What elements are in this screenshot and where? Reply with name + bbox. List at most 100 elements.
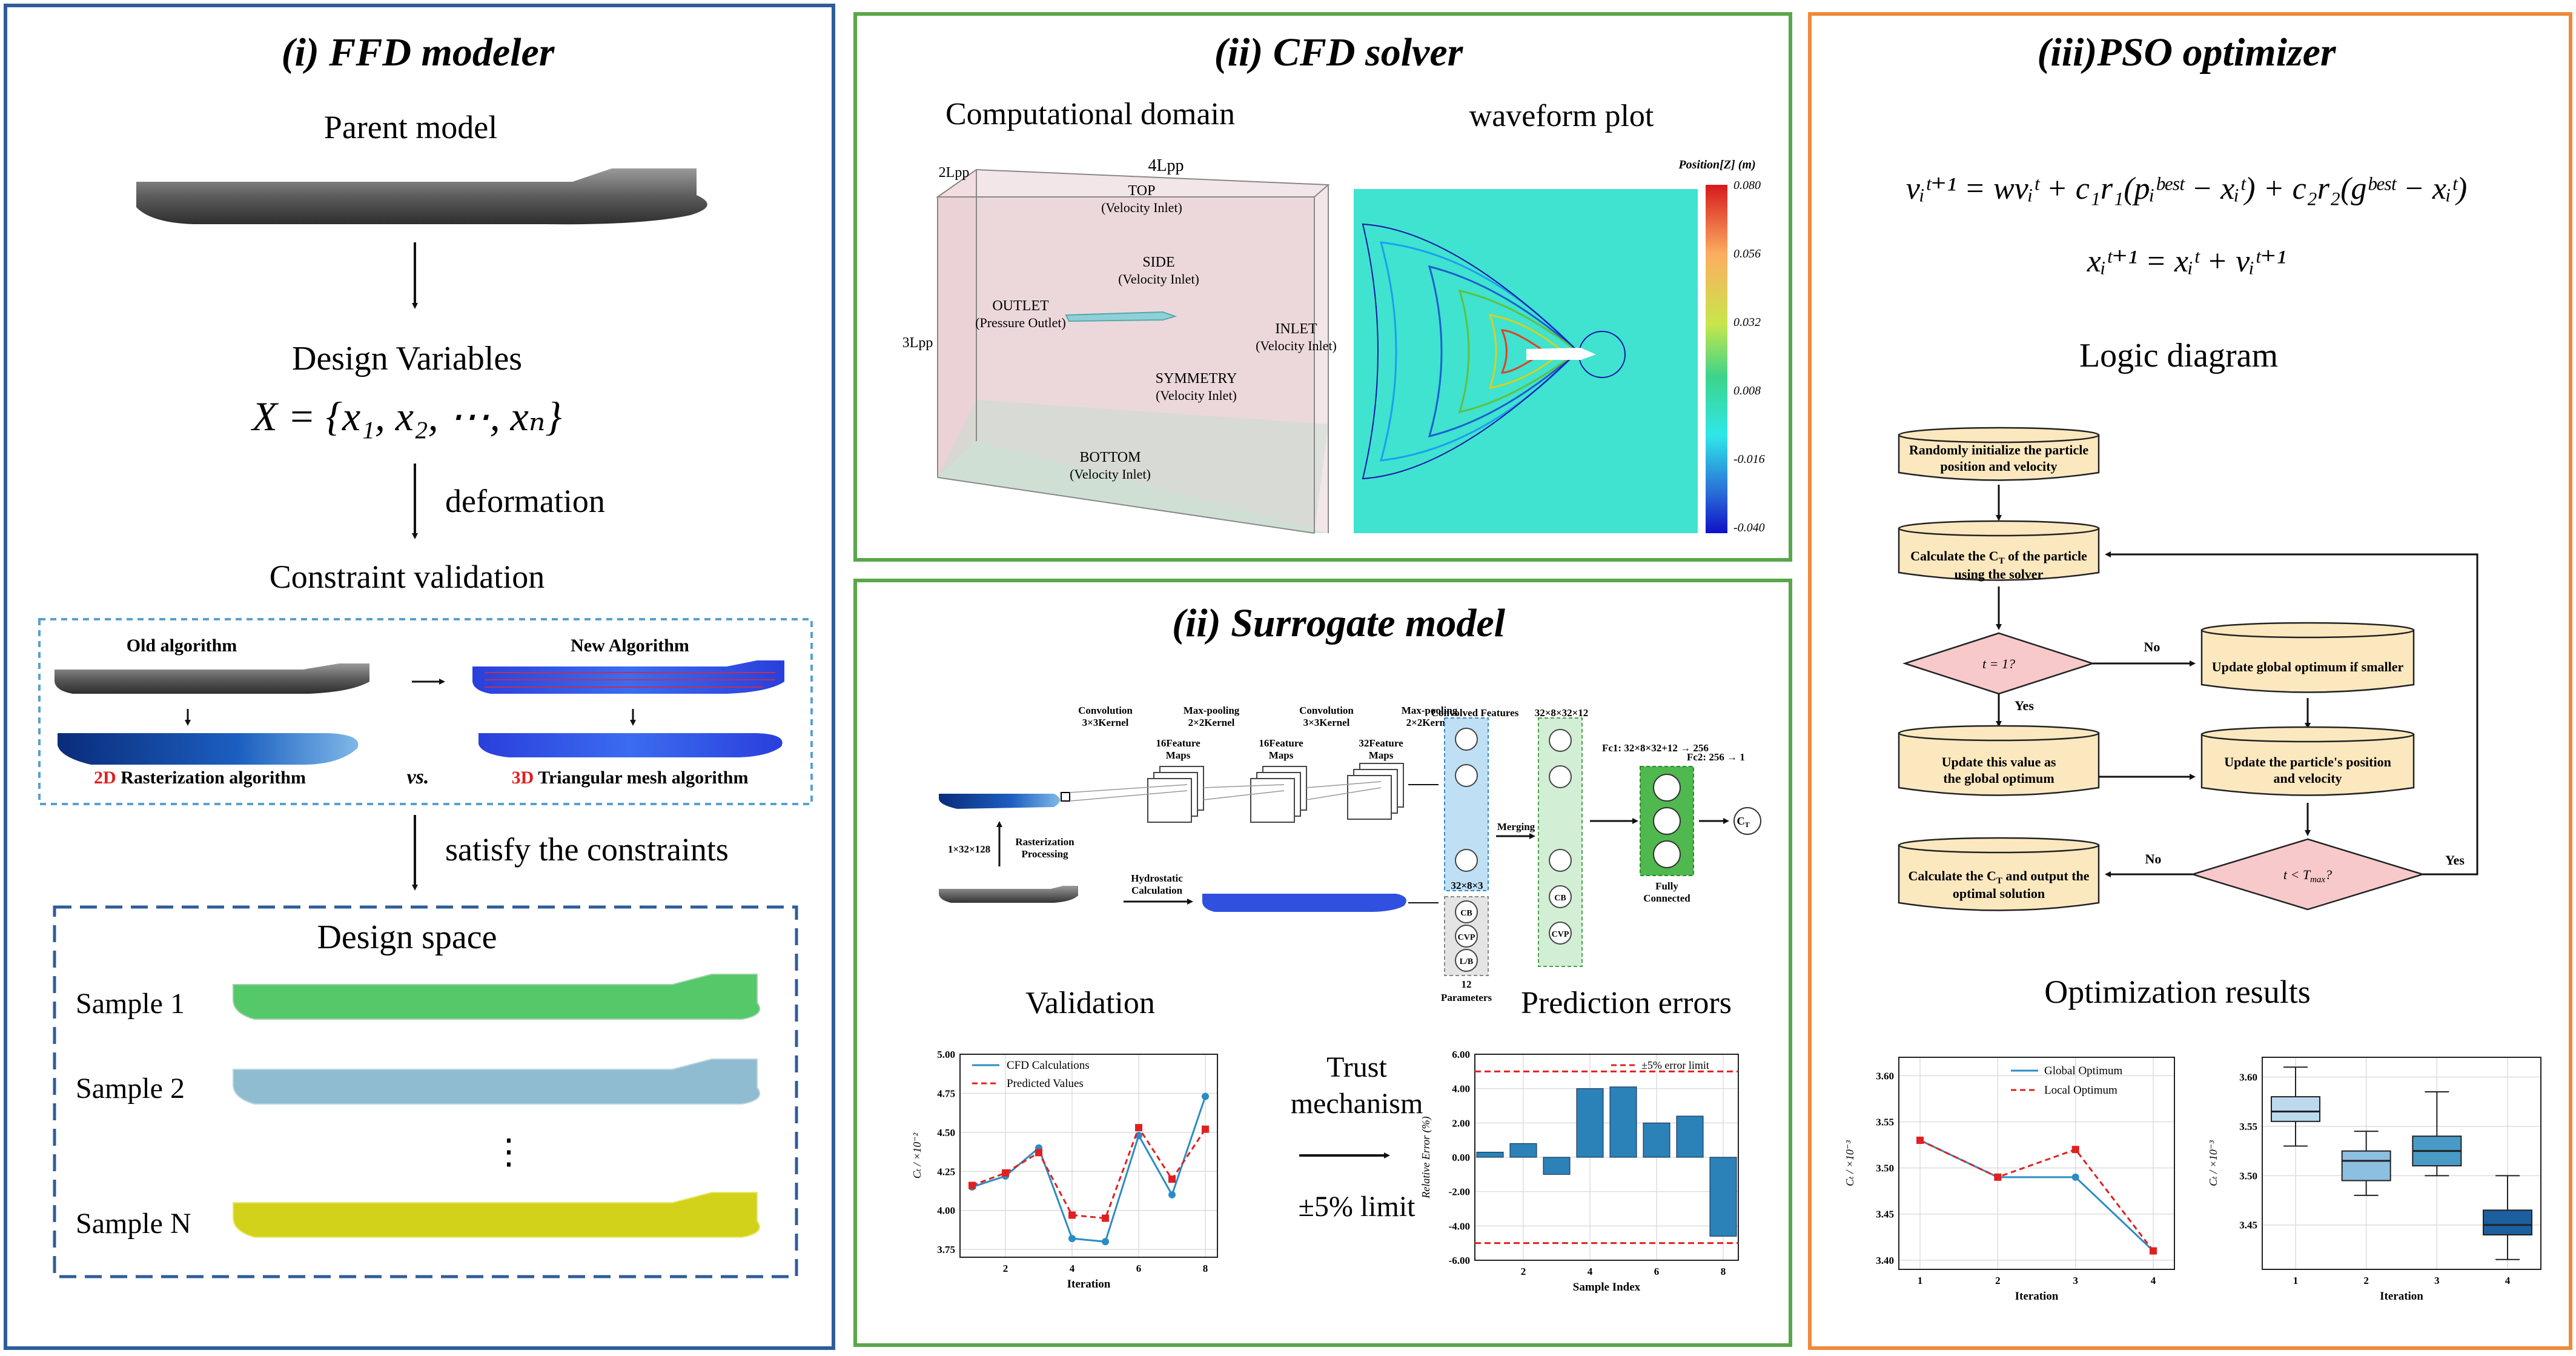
fc2-label: Fc2: 256 → 1 (1687, 751, 1745, 763)
errors-xtick-label: 6 (1654, 1266, 1660, 1277)
panel-cfd-solver (853, 12, 1792, 562)
error-bar (1676, 1115, 1704, 1158)
input-grey-hull (939, 886, 1078, 903)
opt-line-xtick-label: 1 (1918, 1275, 1923, 1286)
svg-text:using the solver: using the solver (1955, 567, 2044, 582)
mechanism-label: mechanism (1291, 1088, 1423, 1120)
node-update-global: Update global optimum if smaller (2200, 622, 2415, 693)
neuron-b4 (1549, 885, 1572, 908)
param-cvp-node (1455, 925, 1478, 948)
errors-ylabel: Relative Error (%) (1420, 1116, 1432, 1198)
domain-bottom-plane (938, 400, 1328, 533)
hydro-sub: Calculation (1131, 885, 1183, 896)
validation-point-cfd (1068, 1235, 1076, 1243)
svg-text:and velocity: and velocity (2273, 771, 2342, 786)
dim-4lpp: 4Lpp (1148, 156, 1184, 175)
errors-ytick-label: 2.00 (1452, 1117, 1470, 1129)
side-sub: (Velocity Inlet) (1118, 271, 1199, 287)
convolved-label: Convolved Features (1431, 707, 1519, 719)
dim-3lpp: 3Lpp (902, 335, 933, 351)
svg-text:the global optimum: the global optimum (1943, 771, 2054, 786)
errors-ytick-label: 0.00 (1452, 1152, 1470, 1163)
panel2-title: (ii) CFD solver (1214, 30, 1464, 75)
sample-ellipsis: ⋮ (491, 1132, 526, 1171)
old-hull-grey (55, 663, 369, 694)
opt-series-line (1919, 1139, 2154, 1252)
hydro-label: Hydrostatic (1131, 872, 1183, 884)
old-hull-raster (58, 733, 359, 765)
panel-surrogate-model (853, 579, 1792, 1347)
merged-cb: CB (1554, 894, 1566, 903)
validation-xtick-label: 2 (1003, 1263, 1008, 1274)
param-cb-node (1455, 900, 1478, 923)
svg-text:t = 1?: t = 1? (1982, 656, 2015, 671)
opt-line-xtick-label: 4 (2151, 1275, 2156, 1286)
bottom-label: BOTTOM (1080, 450, 1141, 465)
error-bar (1643, 1122, 1670, 1158)
ct-output-node (1733, 807, 1761, 835)
constraint-validation-label: Constraint validation (270, 559, 545, 595)
errors-ytick-label: -2.00 (1449, 1186, 1470, 1198)
feature-maps (1147, 763, 1404, 823)
panel3-title: (ii) Surrogate model (1172, 601, 1506, 645)
validation-ytick-label: 4.25 (937, 1166, 955, 1177)
opt-line-xtick-label: 2 (1995, 1275, 2001, 1286)
validation-title: Validation (1025, 986, 1155, 1020)
conv-dim-2: 32×8×3 (1451, 880, 1483, 891)
svg-text:Update the particle's position: Update the particle's position (2224, 754, 2391, 769)
validation-point-pred (1068, 1211, 1076, 1219)
opt-point-local (2071, 1146, 2079, 1154)
validation-series-line (972, 1096, 1207, 1243)
logic-diagram-title: Logic diagram (2079, 337, 2278, 374)
merged-dim: 32×8×32×12 (1535, 707, 1589, 719)
parent-model-label: Parent model (324, 109, 497, 145)
inlet-sub: (Velocity Inlet) (1256, 338, 1337, 353)
opt-box-xtick-label: 3 (2434, 1275, 2440, 1286)
svg-text:Update this value as: Update this value as (1942, 754, 2056, 769)
sample-n-hull (233, 1192, 761, 1238)
svg-text:t < Tmax?: t < Tmax? (2283, 867, 2332, 885)
svg-text:Randomly initialize the partic: Randomly initialize the particle (1909, 442, 2089, 457)
node-update-particle: Update the particle's position and veloc… (2200, 726, 2415, 796)
cbar-tick-2: 0.032 (1733, 316, 1761, 329)
validation-point-pred (1135, 1124, 1142, 1132)
opt-line-ytick-label: 3.40 (1876, 1255, 1894, 1266)
neuron-b5 (1549, 922, 1572, 945)
box-body (2341, 1150, 2391, 1182)
raster-2d-label: 2D Rasterization algorithm (94, 768, 306, 788)
validation-point-pred (968, 1182, 976, 1189)
svg-text:position and velocity: position and velocity (1940, 459, 2057, 474)
opt-line-ytick-label: 3.50 (1876, 1163, 1894, 1174)
param-label: Parameters (1441, 992, 1492, 1003)
svg-text:optimal solution: optimal solution (1953, 886, 2045, 901)
fm1-sub: Maps (1166, 749, 1191, 761)
validation-point-cfd (1202, 1092, 1209, 1100)
error-bar (1543, 1157, 1571, 1175)
algorithm-compare-box (38, 618, 813, 805)
neuron-a1 (1455, 728, 1478, 751)
velocity-equation: vᵢᵗ⁺¹ = wvᵢᵗ + c₁r₁(pᵢᵇᵉˢᵗ − xᵢᵗ) + c₂r₂… (1906, 171, 2467, 206)
opt-line-ylabel: Cₜ / ×10⁻³ (1844, 1140, 1856, 1186)
vs-label: vs. (407, 766, 429, 788)
panel4-title: (iii)PSO optimizer (2037, 30, 2336, 75)
fm1-label: 16Feature (1156, 737, 1200, 749)
param-lb: L/B (1460, 957, 1474, 966)
sample-2-hull (233, 1059, 761, 1105)
domain-edges (935, 168, 1330, 534)
merged-cvp: CVP (1552, 930, 1569, 939)
sample-1-label: Sample 1 (76, 988, 185, 1020)
errors-ytick-label: -4.00 (1449, 1220, 1470, 1232)
conv2-label: Convolution (1299, 705, 1354, 716)
fm3-sub: Maps (1369, 749, 1394, 761)
opt-line-frame (1898, 1057, 2175, 1270)
errors-ytick-label: 6.00 (1452, 1049, 1470, 1060)
new-algorithm-label: New Algorithm (571, 636, 689, 656)
opt-box-xtick-label: 2 (2363, 1275, 2369, 1286)
errors-frame (1474, 1054, 1739, 1261)
raster-proc-sub: Processing (1021, 848, 1068, 860)
limit-label: ±5% limit (1298, 1191, 1415, 1223)
merging-label: Merging (1497, 821, 1535, 833)
panel-ffd-svg: (i) FFD modeler Parent model Design Vari… (38, 30, 813, 1278)
